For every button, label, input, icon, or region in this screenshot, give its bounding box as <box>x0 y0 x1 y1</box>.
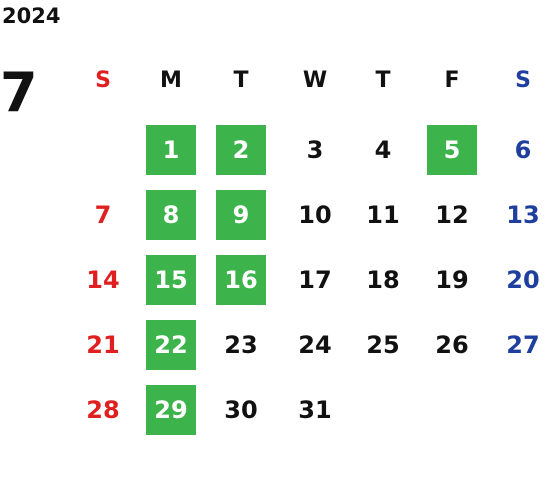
weekday-header-3: W <box>302 68 328 93</box>
weekday-header-6: S <box>515 68 531 93</box>
day-cell-6[interactable]: 6 <box>514 136 532 164</box>
day-cell-16[interactable]: 16 <box>216 255 266 305</box>
day-cell-18[interactable]: 18 <box>366 266 400 294</box>
day-cell-14[interactable]: 14 <box>86 266 120 294</box>
day-cell-27[interactable]: 27 <box>506 331 540 359</box>
month-number: 7 <box>0 61 38 124</box>
day-cell-30[interactable]: 30 <box>224 396 258 424</box>
day-cell-29[interactable]: 29 <box>146 385 196 435</box>
day-cell-11[interactable]: 11 <box>366 201 400 229</box>
day-cell-22[interactable]: 22 <box>146 320 196 370</box>
day-cell-12[interactable]: 12 <box>435 201 469 229</box>
day-cell-25[interactable]: 25 <box>366 331 400 359</box>
day-cell-3[interactable]: 3 <box>306 136 324 164</box>
day-cell-7[interactable]: 7 <box>94 201 112 229</box>
day-cell-15[interactable]: 15 <box>146 255 196 305</box>
weekday-header-5: F <box>444 68 460 93</box>
day-cell-4[interactable]: 4 <box>374 136 392 164</box>
day-cell-31[interactable]: 31 <box>298 396 332 424</box>
day-cell-10[interactable]: 10 <box>298 201 332 229</box>
day-cell-24[interactable]: 24 <box>298 331 332 359</box>
day-cell-5[interactable]: 5 <box>427 125 477 175</box>
day-cell-8[interactable]: 8 <box>146 190 196 240</box>
year-label: 2024 <box>2 4 61 28</box>
day-cell-17[interactable]: 17 <box>298 266 332 294</box>
day-cell-13[interactable]: 13 <box>506 201 540 229</box>
weekday-header-1: M <box>160 68 182 93</box>
weekday-header-2: T <box>233 68 249 93</box>
day-cell-20[interactable]: 20 <box>506 266 540 294</box>
day-cell-19[interactable]: 19 <box>435 266 469 294</box>
day-cell-21[interactable]: 21 <box>86 331 120 359</box>
day-cell-23[interactable]: 23 <box>224 331 258 359</box>
day-cell-26[interactable]: 26 <box>435 331 469 359</box>
day-cell-1[interactable]: 1 <box>146 125 196 175</box>
day-cell-9[interactable]: 9 <box>216 190 266 240</box>
day-cell-2[interactable]: 2 <box>216 125 266 175</box>
day-cell-28[interactable]: 28 <box>86 396 120 424</box>
weekday-header-0: S <box>95 68 111 93</box>
weekday-header-4: T <box>375 68 391 93</box>
